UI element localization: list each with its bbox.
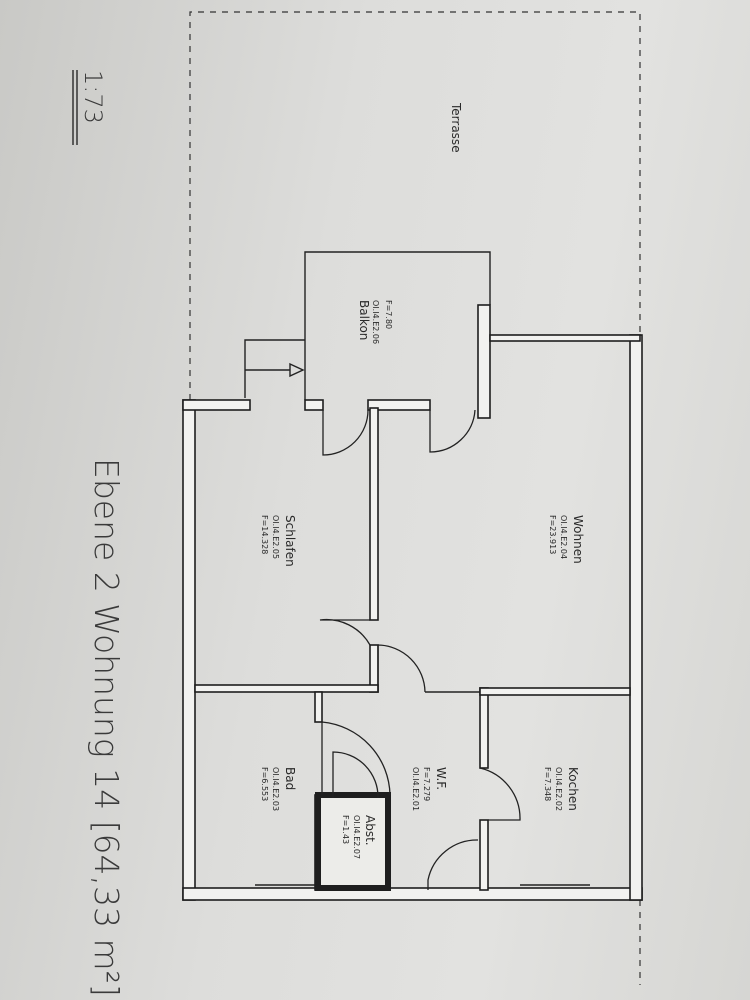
room-code: OI.I4.E2.06 — [371, 300, 380, 344]
door-bad — [321, 721, 391, 796]
room-name: Wohnen — [571, 515, 585, 564]
room-wohnen: Wohnen OI.I4.E2.04 F=23.913 — [548, 515, 585, 564]
outer-wall-top-wohnen — [489, 334, 641, 342]
room-code: OI.I4.E2.07 — [352, 815, 361, 859]
room-code: OI.I4.E2.04 — [559, 515, 568, 559]
outer-wall-bottom — [182, 887, 643, 901]
room-code: OI.I4.E2.03 — [271, 767, 280, 811]
room-wf: W.F. F=7.279 OI.I4.E2.01 — [411, 767, 448, 811]
wall-kochen-top — [479, 687, 631, 696]
wall-kochen-left-lower — [479, 819, 489, 891]
door-balcony-wohnen — [429, 409, 476, 453]
room-area: F=23.913 — [548, 515, 557, 554]
outer-wall-right — [629, 334, 643, 901]
room-area: F=1.43 — [341, 815, 350, 844]
room-schlafen: Schlafen OI.I4.E2.05 F=14.328 — [260, 515, 297, 567]
arrow-head-icon — [289, 362, 305, 378]
room-area: F=7.348 — [543, 767, 552, 801]
room-area: F=6.553 — [260, 767, 269, 801]
room-name: Abst. — [363, 815, 377, 846]
room-name: Balkon — [357, 300, 371, 340]
door-kochen — [479, 767, 521, 821]
room-area: F=7.279 — [422, 767, 431, 801]
plan-title: Ebene 2 Wohnung 14 [64,33 m²] — [87, 458, 126, 997]
wall-schlafen-bad — [194, 684, 379, 693]
terrace-outline — [189, 11, 641, 985]
room-name: Kochen — [566, 767, 580, 811]
door-schlafen — [319, 618, 371, 646]
wall-balcony-schlafen — [304, 399, 324, 411]
stair-arrow — [244, 339, 305, 398]
room-code: OI.I4.E2.01 — [411, 767, 420, 811]
door-abst — [332, 751, 379, 799]
outer-wall-top-schlafen — [182, 399, 251, 411]
abst-walls — [315, 792, 391, 891]
room-name: W.F. — [434, 767, 448, 790]
room-name: Bad — [283, 767, 297, 790]
room-bad: Bad OI.I4.E2.03 F=6.553 — [260, 767, 297, 811]
door-wohnen — [377, 644, 426, 693]
room-code: OI.I4.E2.02 — [554, 767, 563, 811]
room-area: F=14.328 — [260, 515, 269, 554]
scale-note: 1:73 — [72, 70, 107, 145]
terrace-label: Terrasse — [449, 102, 463, 153]
outer-wall-left — [182, 399, 196, 901]
room-balkon: Balkon OI.I4.E2.06 F=7.80 — [357, 300, 393, 344]
wall-kochen-left — [479, 687, 489, 769]
abst-inner — [321, 798, 385, 885]
balcony-outline — [304, 251, 491, 400]
room-name: Schlafen — [283, 515, 297, 567]
room-area: F=7.80 — [384, 300, 393, 329]
wall-balcony-wohnen — [367, 399, 431, 411]
room-kochen: Kochen OI.I4.E2.02 F=7.348 — [543, 767, 580, 811]
door-balcony-schlafen — [322, 409, 369, 456]
balcony-wall — [477, 304, 491, 419]
room-abst: Abst. OI.I4.E2.07 F=1.43 — [341, 815, 377, 859]
wall-bad-right — [314, 691, 323, 723]
scale-text: 1:73 — [79, 70, 107, 124]
door-entrance — [427, 839, 479, 890]
room-code: OI.I4.E2.05 — [271, 515, 280, 559]
wall-schlafen-wohnen — [369, 407, 379, 621]
